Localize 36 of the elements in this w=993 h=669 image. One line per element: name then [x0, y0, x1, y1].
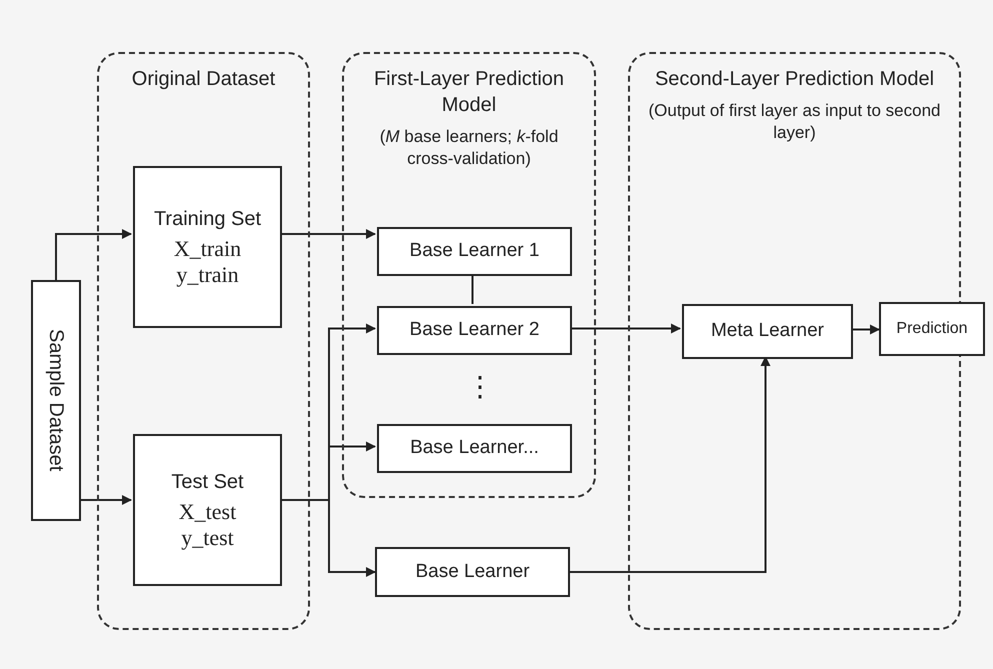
box-label: Base Learner: [415, 560, 530, 584]
box-label: Prediction: [896, 319, 968, 339]
group-subtitle: (M base learners; k-fold cross-validation): [378, 126, 560, 170]
variable-label: y_test: [181, 524, 234, 550]
variable-label: X_test: [178, 498, 236, 524]
connector-line: [472, 274, 474, 304]
arrow: [81, 495, 132, 505]
dashed-group-frame: [342, 52, 596, 498]
dashed-group-frame: [97, 52, 310, 630]
vertical-ellipsis: ⋮: [466, 372, 494, 402]
box-label: Base Learner...: [410, 436, 539, 460]
process-box: [133, 434, 282, 586]
box-label: Base Learner 1: [410, 239, 540, 264]
group-title: First-Layer Prediction Model: [372, 67, 566, 118]
variable-label: X_train: [174, 236, 242, 262]
box-label: Sample Dataset: [44, 329, 68, 472]
arrow: [55, 229, 132, 280]
process-box: [377, 227, 572, 276]
process-box: [31, 280, 81, 521]
box-label: Meta Learner: [710, 319, 824, 344]
process-box: [133, 166, 282, 328]
process-box: [377, 424, 572, 473]
process-box: [377, 306, 572, 355]
box-label: Base Learner 2: [410, 318, 540, 342]
variable-label: y_train: [176, 262, 239, 288]
group-title: Second-Layer Prediction Model: [654, 67, 936, 92]
arrow: [851, 324, 880, 334]
arrow: [280, 229, 376, 239]
process-box: [375, 547, 570, 597]
group-subtitle: (Output of first layer as input to second layer): [648, 100, 942, 144]
process-box: [682, 304, 853, 359]
group-title: Original Dataset: [130, 67, 276, 92]
box-label: Test Set: [170, 470, 245, 494]
box-label: Training Set: [152, 206, 262, 232]
arrow: [570, 324, 681, 334]
process-box: [879, 302, 985, 356]
